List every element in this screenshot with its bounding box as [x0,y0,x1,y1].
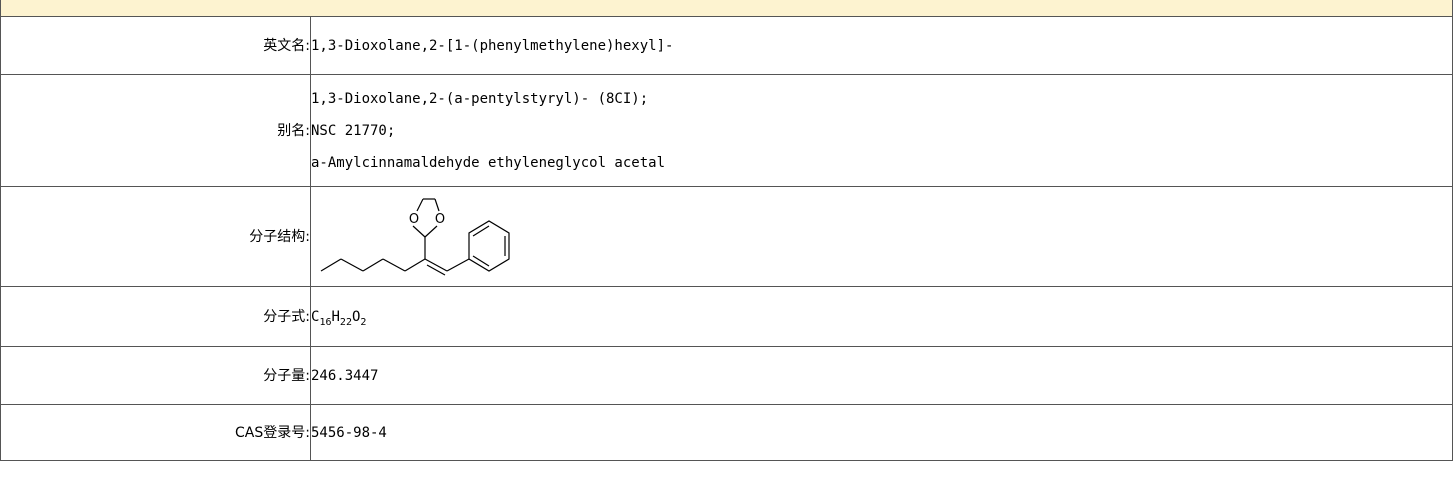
synonyms-value: 1,3-Dioxolane,2-(a-pentylstyryl)- (8CI);… [310,74,1453,187]
cas-number-value: 5456-98-4 [310,404,1453,461]
synonym-item: 1,3-Dioxolane,2-(a-pentylstyryl)- (8CI); [311,90,649,107]
table-row: CAS登录号: 5456-98-4 [0,404,1453,461]
table-row: 别名: 1,3-Dioxolane,2-(a-pentylstyryl)- (8… [0,74,1453,187]
molecular-structure-diagram: O O [320,197,510,276]
structure-label: 分子结构: [0,186,311,287]
cas-number-label: CAS登录号: [0,404,311,461]
synonyms-label: 别名: [0,74,311,187]
table-row: 英文名: 1,3-Dioxolane,2-[1-(phenylmethylene… [0,16,1453,75]
table-row: 分子结构: [0,186,1453,287]
english-name-value: 1,3-Dioxolane,2-[1-(phenylmethylene)hexy… [310,16,1453,75]
table-row: 分子式: C16H22O2 [0,286,1453,347]
english-name-label: 英文名: [0,16,311,75]
synonym-item: NSC 21770; [311,122,396,139]
formula-value: C16H22O2 [310,286,1453,347]
table-header-bar [0,0,1453,17]
formula-count: 2 [360,316,367,328]
synonym-item: a-Amylcinnamaldehyde ethyleneglycol acet… [311,154,666,171]
formula-element: O [351,308,361,325]
formula-label: 分子式: [0,286,311,347]
formula-count: 16 [319,316,332,328]
formula-element: H [331,308,340,325]
compound-info-table: 英文名: 1,3-Dioxolane,2-[1-(phenylmethylene… [0,16,1453,461]
structure-value: O O [310,186,1453,287]
formula-element: C [311,308,320,325]
table-row: 分子量: 246.3447 [0,346,1453,405]
molecular-weight-label: 分子量: [0,346,311,405]
oxygen-atom-label: O [409,212,419,227]
oxygen-atom-label: O [435,212,445,227]
molecular-weight-value: 246.3447 [310,346,1453,405]
formula-count: 22 [339,316,352,328]
